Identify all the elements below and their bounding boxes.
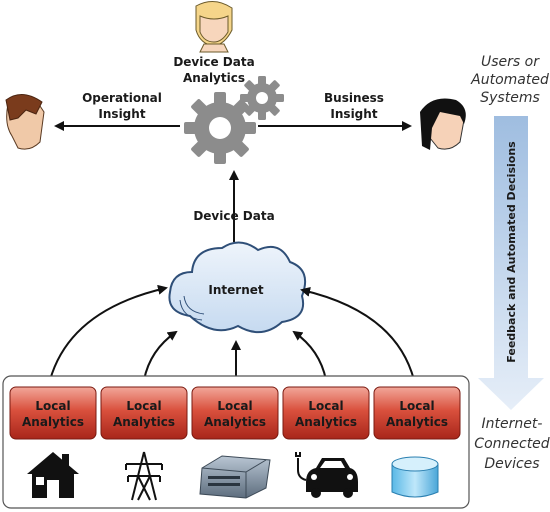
devices-label-line2: Connected	[474, 436, 550, 452]
operational-label-line2: Insight	[98, 107, 145, 121]
local-analytics-4-line1: Local	[308, 399, 343, 413]
uplink-arrows	[49, 284, 415, 381]
feedback-arrow	[478, 116, 544, 410]
house-icon	[27, 452, 79, 498]
business-label-line1: Business	[324, 91, 384, 105]
feedback-label: Feedback and Automated Decisions	[505, 141, 518, 363]
local-analytics-3-line2: Analytics	[204, 415, 266, 429]
local-analytics-1-line1: Local	[35, 399, 70, 413]
business-label-line2: Insight	[330, 107, 377, 121]
local-analytics-5-line1: Local	[399, 399, 434, 413]
local-analytics-2-line2: Analytics	[113, 415, 175, 429]
business-person-icon	[420, 98, 466, 150]
power-tower-icon	[125, 451, 163, 501]
analyst-person-icon	[195, 1, 233, 53]
devices-label-line1: Internet-	[482, 416, 543, 432]
local-analytics-5-line2: Analytics	[386, 415, 448, 429]
cloud-label: Internet	[208, 283, 263, 297]
local-analytics-box-3	[191, 386, 279, 440]
users-label-line1: Users or	[481, 54, 540, 70]
internet-cloud-icon	[168, 241, 306, 333]
operational-label-line1: Operational	[82, 91, 162, 105]
local-analytics-2-line1: Local	[126, 399, 161, 413]
storage-cylinder-icon	[391, 456, 439, 498]
local-analytics-3-line1: Local	[217, 399, 252, 413]
users-label-line3: Systems	[480, 90, 540, 106]
analytics-label-line2: Analytics	[183, 71, 245, 85]
local-analytics-box-4	[282, 386, 370, 440]
local-analytics-4-line2: Analytics	[295, 415, 357, 429]
analytics-label-line1: Device Data	[173, 55, 254, 69]
gears-icon	[184, 76, 284, 164]
local-analytics-1-line2: Analytics	[22, 415, 84, 429]
operator-person-icon	[5, 94, 45, 150]
server-icon	[199, 455, 271, 499]
local-analytics-box-2	[100, 386, 188, 440]
devices-label-line3: Devices	[484, 456, 539, 472]
users-label-line2: Automated	[470, 72, 549, 88]
local-analytics-box-1	[9, 386, 97, 440]
local-analytics-box-5	[373, 386, 461, 440]
electric-car-icon	[295, 452, 358, 498]
device-data-label: Device Data	[193, 209, 274, 223]
